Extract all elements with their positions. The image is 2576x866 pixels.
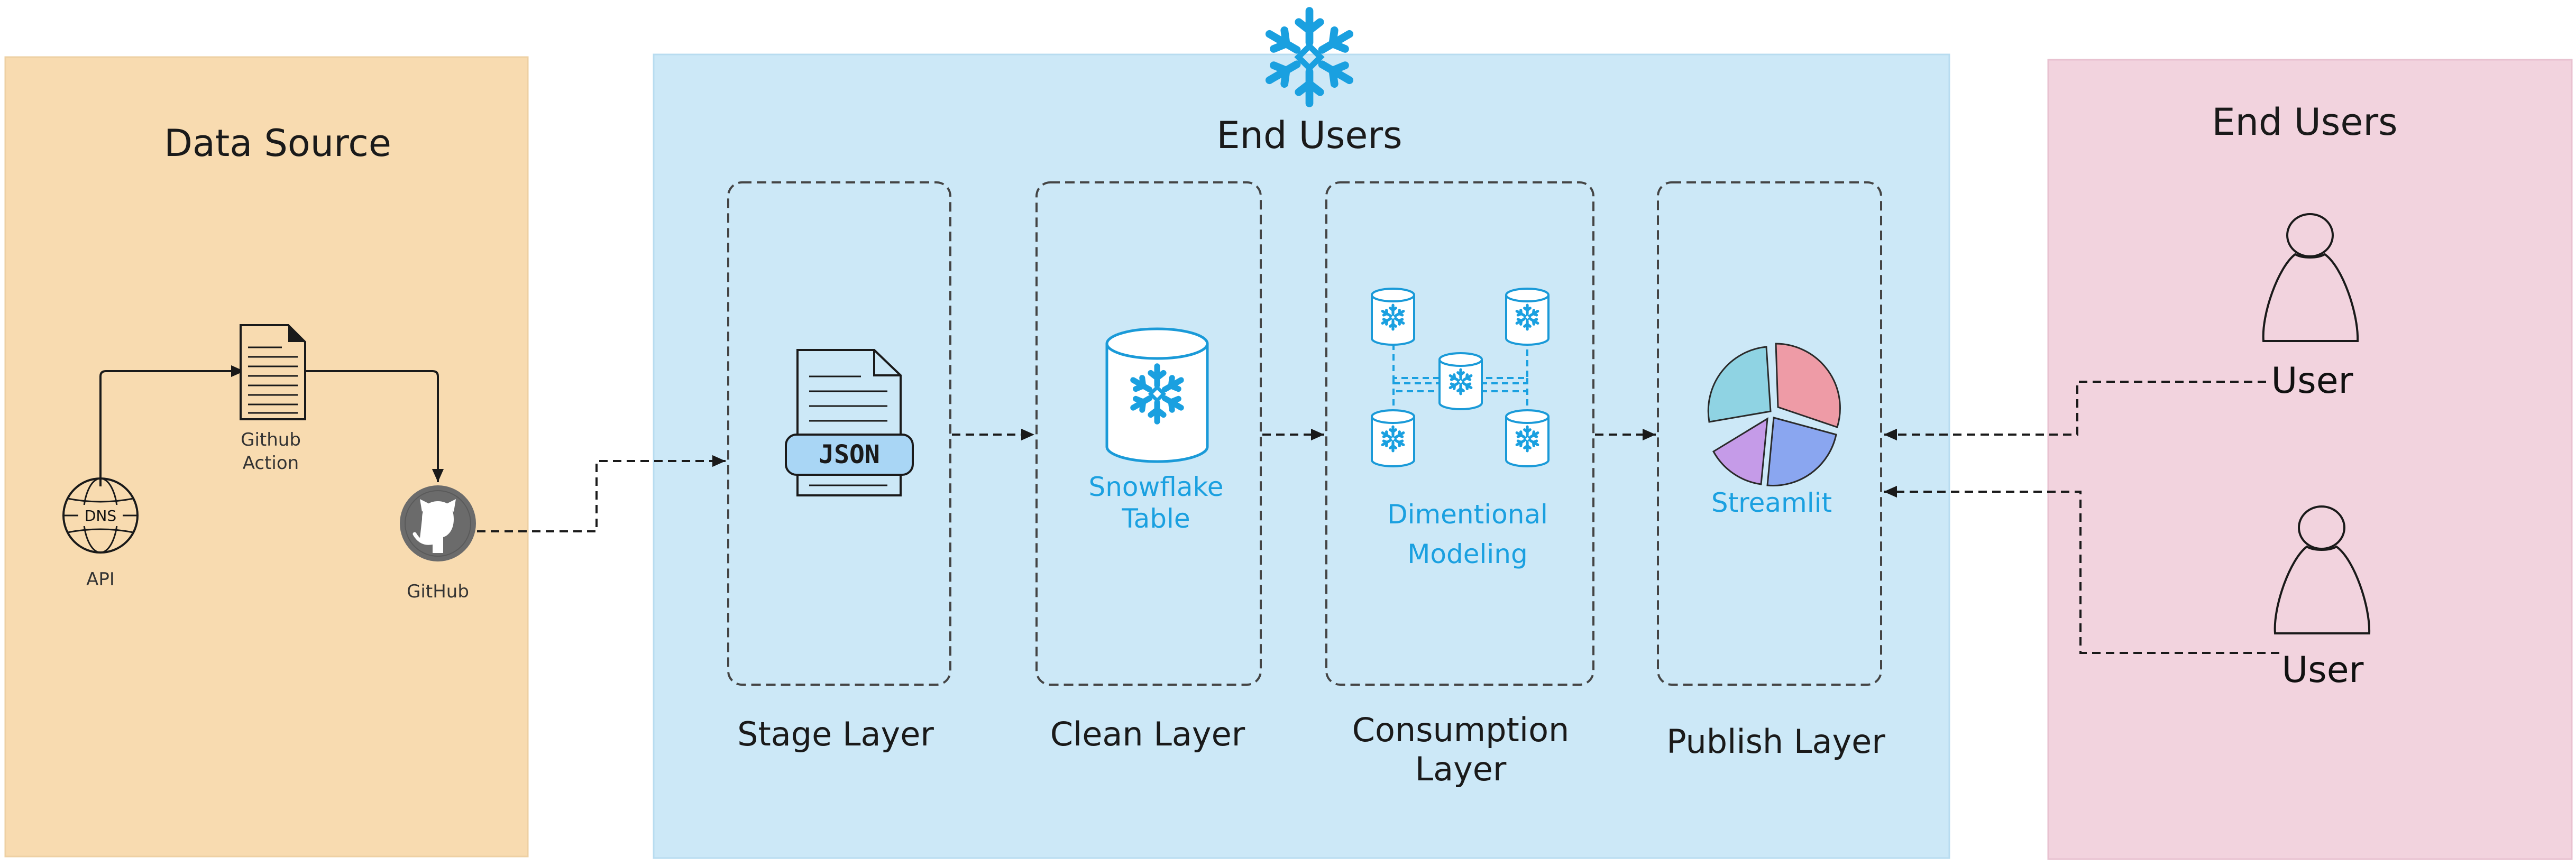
json-file-icon: JSON (785, 349, 914, 496)
database-icon (1371, 288, 1415, 346)
github-icon (400, 485, 476, 561)
user-icon (2262, 213, 2359, 342)
github-action-label-1: Github (241, 429, 301, 450)
dimensional-modeling-caption-2: Modeling (1407, 539, 1527, 569)
snowflake-table-caption-1: Snowflake (1089, 472, 1224, 502)
publish-layer-label: Publish Layer (1666, 722, 1885, 761)
user1-to-publish-arrow (1884, 381, 2266, 441)
consumption-layer-label-1: Consumption (1352, 711, 1570, 749)
database-icon (1438, 352, 1483, 410)
github-to-stage-arrow (477, 455, 726, 532)
clean-layer-label: Clean Layer (1050, 715, 1245, 753)
data-source-panel (4, 56, 529, 858)
pie-chart-icon (1707, 343, 1841, 486)
stage-layer-box (727, 181, 951, 686)
dns-text: DNS (85, 507, 116, 524)
dimensional-model-diagram (1371, 288, 1550, 467)
end-users-title: End Users (2212, 100, 2397, 144)
dimensional-modeling-caption-1: Dimentional (1387, 499, 1548, 530)
consumption-layer-label-2: Layer (1415, 750, 1507, 788)
json-icon-text: JSON (819, 440, 880, 469)
snowflake-panel-title: End Users (1216, 114, 1402, 157)
api-label: API (86, 569, 115, 590)
clean-layer-box (1035, 181, 1262, 686)
action-to-github-line (292, 370, 444, 482)
end-users-panel (2047, 59, 2573, 860)
streamlit-caption: Streamlit (1711, 487, 1832, 518)
user-1-label: User (2271, 360, 2353, 402)
github-label: GitHub (407, 581, 469, 602)
user-2-label: User (2282, 649, 2364, 691)
database-icon (1505, 288, 1550, 346)
publish-layer-box (1657, 181, 1882, 686)
dns-globe-icon: DNS (62, 477, 139, 554)
database-icon (1105, 327, 1209, 463)
snowflake-table-caption-2: Table (1121, 503, 1190, 534)
user-icon (2274, 505, 2371, 634)
database-icon (1505, 409, 1550, 467)
data-source-title: Data Source (164, 122, 391, 165)
github-action-label-2: Action (243, 453, 299, 474)
user2-to-publish-arrow (1884, 485, 2279, 654)
api-to-action-line (99, 365, 244, 486)
database-icon (1371, 409, 1415, 467)
consumption-layer-box (1325, 181, 1594, 686)
stage-layer-label: Stage Layer (737, 715, 934, 753)
document-icon (240, 324, 306, 420)
